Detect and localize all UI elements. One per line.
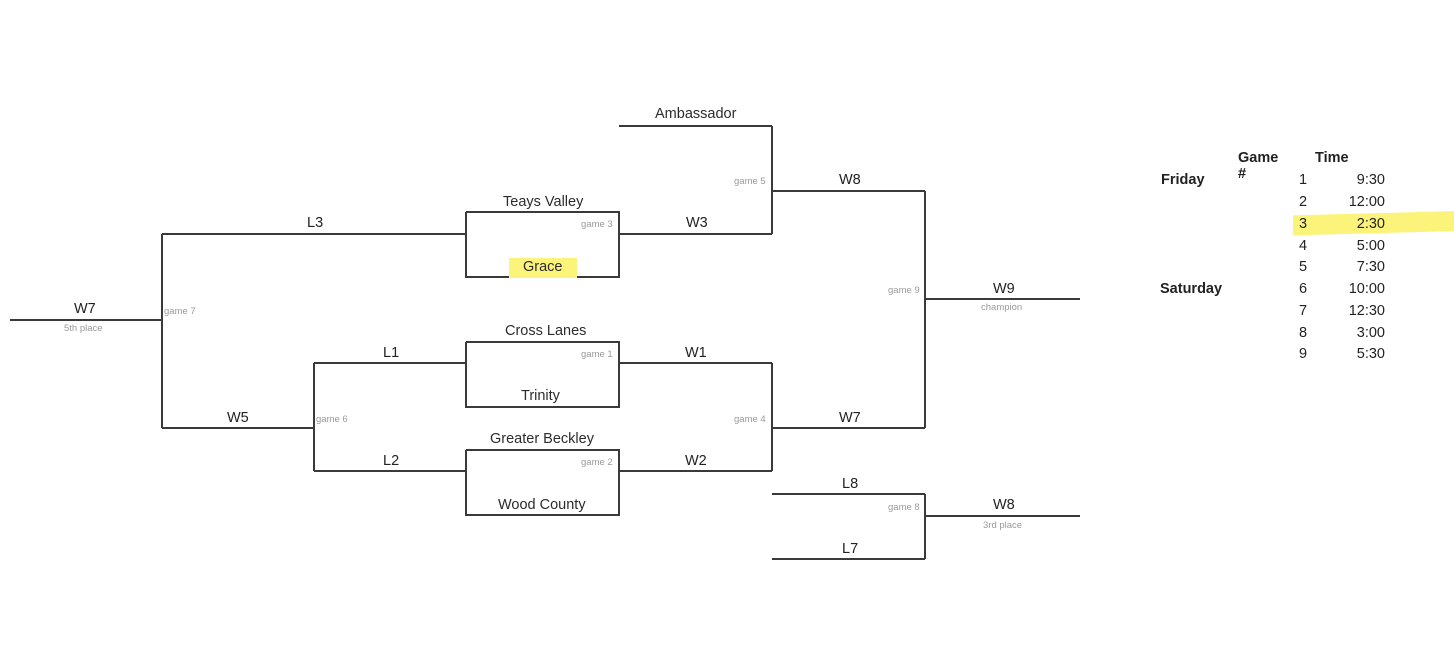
schedule-game-time: 5:00 — [1356, 238, 1385, 254]
label-l1: L1 — [383, 345, 400, 361]
label-w1: W1 — [685, 345, 707, 361]
schedule-game-number: 9 — [1299, 346, 1308, 362]
schedule-game-number: 6 — [1299, 281, 1308, 297]
label-w7-fifth: W7 — [74, 301, 96, 317]
label-w8-third: W8 — [993, 497, 1015, 513]
team-trinity: Trinity — [521, 388, 560, 404]
schedule-game-number: 1 — [1299, 172, 1308, 188]
label-w9: W9 — [993, 281, 1015, 297]
schedule-game-time: 12:00 — [1348, 194, 1385, 210]
schedule-game-number: 2 — [1299, 194, 1308, 210]
game2-box — [465, 449, 620, 516]
third-place-label: 3rd place — [983, 520, 1023, 531]
label-l8: L8 — [842, 476, 859, 492]
label-w7-final: W7 — [839, 410, 861, 426]
game3-box — [465, 211, 620, 278]
label-w2: W2 — [685, 453, 707, 469]
team-ambassador: Ambassador — [655, 106, 737, 122]
schedule-game-number: 4 — [1299, 238, 1308, 254]
schedule-day-friday: Friday — [1161, 172, 1205, 188]
schedule-game-number: 7 — [1299, 303, 1308, 319]
schedule-game-time: 9:30 — [1356, 172, 1385, 188]
team-grace-highlighted: Grace — [509, 258, 577, 278]
schedule-header-time: Time — [1315, 150, 1349, 166]
schedule-game-time: 2:30 — [1356, 216, 1385, 232]
label-w3: W3 — [686, 215, 708, 231]
schedule-game-time: 3:00 — [1356, 325, 1385, 341]
schedule-game-number: 5 — [1299, 259, 1308, 275]
team-cross-lanes: Cross Lanes — [505, 323, 587, 339]
schedule-game-time: 5:30 — [1356, 346, 1385, 362]
label-w5: W5 — [227, 410, 249, 426]
game-5-label: game 5 — [734, 176, 766, 187]
schedule-game-number: 8 — [1299, 325, 1308, 341]
game-2-label: game 2 — [581, 457, 613, 468]
label-l3: L3 — [307, 215, 324, 231]
game-6-label: game 6 — [316, 414, 348, 425]
game-9-label: game 9 — [888, 285, 920, 296]
team-wood-county: Wood County — [498, 497, 586, 513]
game-8-label: game 8 — [888, 502, 920, 513]
schedule-game-number: 3 — [1299, 216, 1308, 232]
label-l7: L7 — [842, 541, 859, 557]
schedule-game-time: 10:00 — [1348, 281, 1385, 297]
champion-label: champion — [981, 302, 1023, 313]
schedule-game-time: 7:30 — [1356, 259, 1385, 275]
game1-box — [465, 341, 620, 408]
game-1-label: game 1 — [581, 349, 613, 360]
schedule-header-game: Game # — [1238, 150, 1279, 182]
game-3-label: game 3 — [581, 219, 613, 230]
team-teays-valley: Teays Valley — [503, 194, 584, 210]
team-greater-beckley: Greater Beckley — [490, 431, 594, 447]
schedule-game-time: 12:30 — [1348, 303, 1385, 319]
game-4-label: game 4 — [734, 414, 766, 425]
fifth-place-label: 5th place — [64, 323, 103, 334]
label-w8-top: W8 — [839, 172, 861, 188]
game-7-label: game 7 — [164, 306, 196, 317]
schedule-day-saturday: Saturday — [1160, 281, 1223, 297]
label-l2: L2 — [383, 453, 400, 469]
